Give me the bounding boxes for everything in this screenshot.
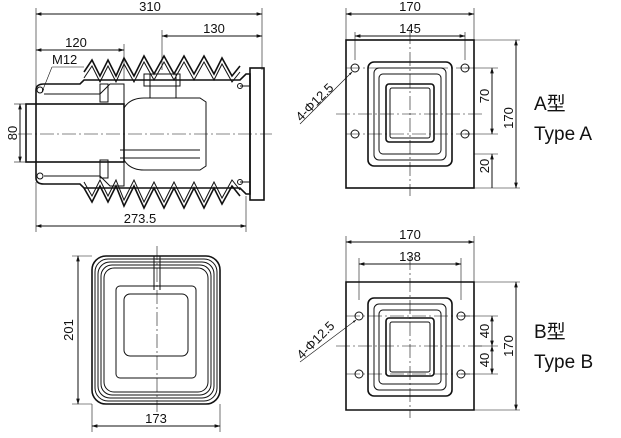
dim-a-170-top: 170 <box>399 0 421 14</box>
type-a-20-label: 20 <box>477 159 492 173</box>
type-b-170-top: 170 <box>399 227 421 242</box>
upper-block <box>143 73 181 87</box>
dim-a-145: 145 <box>399 21 421 36</box>
type-a-70-label: 70 <box>477 89 492 103</box>
type-b-view: 170 138 4-Φ12.5 40 40 170 B型 Type B <box>294 227 593 418</box>
dim-273-5-label: 273.5 <box>124 211 157 226</box>
type-b-40a-label: 40 <box>477 324 492 338</box>
dim-overall-length: 310 <box>35 0 263 90</box>
type-a-170-right: 170 <box>501 107 516 129</box>
type-b-label-en: Type B <box>534 352 593 373</box>
dim-bottom-length: 273.5 <box>35 182 247 232</box>
dim-80-label: 80 <box>5 126 20 140</box>
type-b-label-cn: B型 <box>534 321 566 343</box>
type-b-170-right: 170 <box>501 335 516 357</box>
front-view: 201 173 <box>61 246 221 432</box>
type-a-holes-label: 4-Φ12.5 <box>293 80 337 124</box>
left-cylinder <box>25 103 125 163</box>
lower-bellows <box>83 184 241 210</box>
dim-310-label: 310 <box>139 0 161 14</box>
dim-120-label: 120 <box>65 35 87 50</box>
dim-upper-length: 130 <box>161 21 263 70</box>
type-a-label-cn: A型 <box>534 93 566 115</box>
dim-height: 80 <box>5 103 26 163</box>
front-173-label: 173 <box>145 411 167 426</box>
type-b-holes-label: 4-Φ12.5 <box>294 318 338 362</box>
thread-callout: M12 <box>41 52 84 93</box>
front-outer <box>91 255 221 405</box>
front-201-label: 201 <box>61 319 76 341</box>
upper-bellows <box>83 54 241 78</box>
dim-a-outer-width: 170 <box>345 0 475 40</box>
dim-left-length: 120 <box>35 35 125 80</box>
type-b-40b-label: 40 <box>477 353 492 367</box>
thread-m12-label: M12 <box>52 52 77 67</box>
front-inner-frame <box>115 285 197 379</box>
type-a-view: 170 145 4-Φ12.5 70 20 <box>293 0 592 196</box>
type-a-label-en: Type A <box>534 124 592 145</box>
side-view: 310 130 120 M12 <box>5 0 272 232</box>
dim-130-label: 130 <box>203 21 225 36</box>
